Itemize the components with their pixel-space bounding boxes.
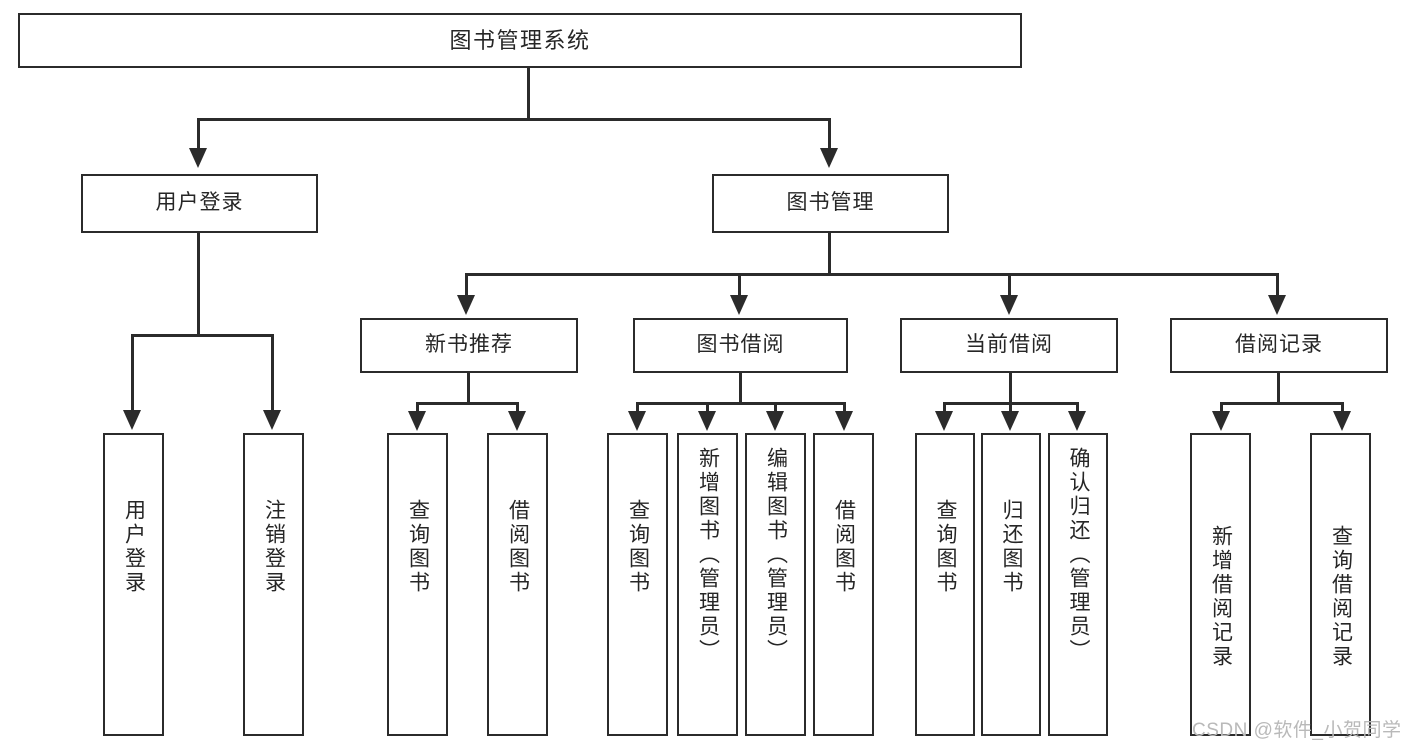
connector-user-login-branch-2	[271, 334, 274, 412]
leaf-new-book-borrow[interactable]: 借阅图书	[487, 433, 548, 736]
node-label: 查询图书	[626, 499, 650, 595]
connector-book-borrow-bar	[637, 402, 845, 405]
node-label: 图书借阅	[696, 333, 785, 357]
connector-current-borrow-trunk	[1009, 373, 1012, 405]
connector-new-book-branch-1	[416, 402, 419, 416]
arrowhead-borrow-record-leaf-2	[1333, 411, 1351, 431]
connector-book-manage-branch-4	[1276, 273, 1279, 297]
node-book-borrow[interactable]: 图书借阅	[633, 318, 848, 373]
node-label: 借阅记录	[1235, 333, 1323, 357]
node-label: 用户登录	[122, 499, 146, 595]
arrowhead-new-book-leaf-1	[408, 411, 426, 431]
connector-user-login-branch-1	[131, 334, 134, 412]
connector-user-login-trunk	[197, 233, 200, 336]
connector-current-borrow-branch-2	[1009, 402, 1012, 414]
arrowhead-root-to-book-manage	[820, 148, 838, 168]
connector-book-manage-branch-2	[738, 273, 741, 297]
connector-book-borrow-branch-1	[636, 402, 639, 414]
node-current-borrow[interactable]: 当前借阅	[900, 318, 1118, 373]
node-book-manage[interactable]: 图书管理	[712, 174, 949, 233]
leaf-book-borrow-borrow[interactable]: 借阅图书	[813, 433, 874, 736]
leaf-borrow-record-query[interactable]: 查询借阅记录	[1310, 433, 1371, 736]
node-new-book-recommend[interactable]: 新书推荐	[360, 318, 578, 373]
leaf-user-login-login[interactable]: 用户登录	[103, 433, 164, 736]
connector-current-borrow-branch-3	[1076, 402, 1079, 414]
node-label: 编辑图书（管理员）	[764, 447, 788, 663]
arrowhead-book-manage-to-record	[1268, 295, 1286, 315]
node-label: 查询图书	[406, 499, 430, 595]
connector-book-borrow-branch-2	[706, 402, 709, 414]
arrowhead-book-manage-to-current	[1000, 295, 1018, 315]
leaf-new-book-query[interactable]: 查询图书	[387, 433, 448, 736]
connector-book-manage-trunk	[828, 233, 831, 275]
connector-root-trunk	[527, 68, 530, 120]
node-label: 图书管理系统	[449, 27, 591, 53]
connector-root-bar	[198, 118, 831, 121]
arrowhead-current-borrow-leaf-1	[935, 411, 953, 431]
leaf-current-borrow-return[interactable]: 归还图书	[981, 433, 1041, 736]
node-borrow-record[interactable]: 借阅记录	[1170, 318, 1388, 373]
arrowhead-user-login-leaf-1	[123, 410, 141, 430]
node-label: 确认归还（管理员）	[1067, 447, 1091, 663]
connector-new-book-trunk	[467, 373, 470, 405]
leaf-current-borrow-query[interactable]: 查询图书	[915, 433, 975, 736]
arrowhead-book-borrow-leaf-2	[698, 411, 716, 431]
connector-book-manage-branch-1	[465, 273, 468, 297]
connector-book-manage-bar	[466, 273, 1278, 276]
arrowhead-new-book-leaf-2	[508, 411, 526, 431]
connector-root-to-book-manage	[828, 118, 831, 150]
node-label: 借阅图书	[506, 499, 530, 595]
arrowhead-book-manage-to-new-book	[457, 295, 475, 315]
node-label: 新书推荐	[425, 333, 513, 357]
arrowhead-book-borrow-leaf-1	[628, 411, 646, 431]
connector-book-manage-branch-3	[1008, 273, 1011, 297]
connector-user-login-bar	[132, 334, 273, 337]
connector-book-borrow-branch-3	[774, 402, 777, 414]
node-label: 借阅图书	[832, 499, 856, 595]
leaf-borrow-record-add[interactable]: 新增借阅记录	[1190, 433, 1251, 736]
arrowhead-book-borrow-leaf-4	[835, 411, 853, 431]
leaf-book-borrow-add-admin[interactable]: 新增图书（管理员）	[677, 433, 738, 736]
arrowhead-borrow-record-leaf-1	[1212, 411, 1230, 431]
leaf-current-borrow-confirm-admin[interactable]: 确认归还（管理员）	[1048, 433, 1108, 736]
arrowhead-user-login-leaf-2	[263, 410, 281, 430]
node-label: 图书管理	[786, 191, 875, 215]
node-label: 新增图书（管理员）	[696, 447, 720, 663]
arrowhead-book-borrow-leaf-3	[766, 411, 784, 431]
node-label: 当前借阅	[965, 333, 1053, 357]
connector-new-book-bar	[417, 402, 518, 405]
connector-borrow-record-bar	[1221, 402, 1343, 405]
node-root-system[interactable]: 图书管理系统	[18, 13, 1022, 68]
node-user-login[interactable]: 用户登录	[81, 174, 318, 233]
connector-borrow-record-trunk	[1277, 373, 1280, 405]
node-label: 查询借阅记录	[1329, 525, 1353, 669]
connector-borrow-record-branch-2	[1341, 402, 1344, 414]
arrowhead-current-borrow-leaf-3	[1068, 411, 1086, 431]
node-label: 查询图书	[934, 499, 958, 595]
connector-book-borrow-branch-4	[843, 402, 846, 414]
connector-book-borrow-trunk	[739, 373, 742, 405]
arrowhead-root-to-user-login	[189, 148, 207, 168]
connector-root-to-user-login	[197, 118, 200, 150]
connector-current-borrow-branch-1	[943, 402, 946, 414]
node-label: 注销登录	[262, 499, 286, 595]
leaf-book-borrow-edit-admin[interactable]: 编辑图书（管理员）	[745, 433, 806, 736]
watermark: CSDN @软件_小贺同学	[1192, 715, 1401, 742]
leaf-book-borrow-query[interactable]: 查询图书	[607, 433, 668, 736]
arrowhead-book-manage-to-borrow	[730, 295, 748, 315]
node-label: 归还图书	[1000, 499, 1024, 595]
leaf-user-login-logout[interactable]: 注销登录	[243, 433, 304, 736]
connector-new-book-branch-2	[516, 402, 519, 416]
node-label: 用户登录	[155, 191, 244, 215]
arrowhead-current-borrow-leaf-2	[1001, 411, 1019, 431]
node-label: 新增借阅记录	[1209, 525, 1233, 669]
connector-borrow-record-branch-1	[1220, 402, 1223, 414]
watermark-text: CSDN @软件_小贺同学	[1192, 720, 1402, 741]
